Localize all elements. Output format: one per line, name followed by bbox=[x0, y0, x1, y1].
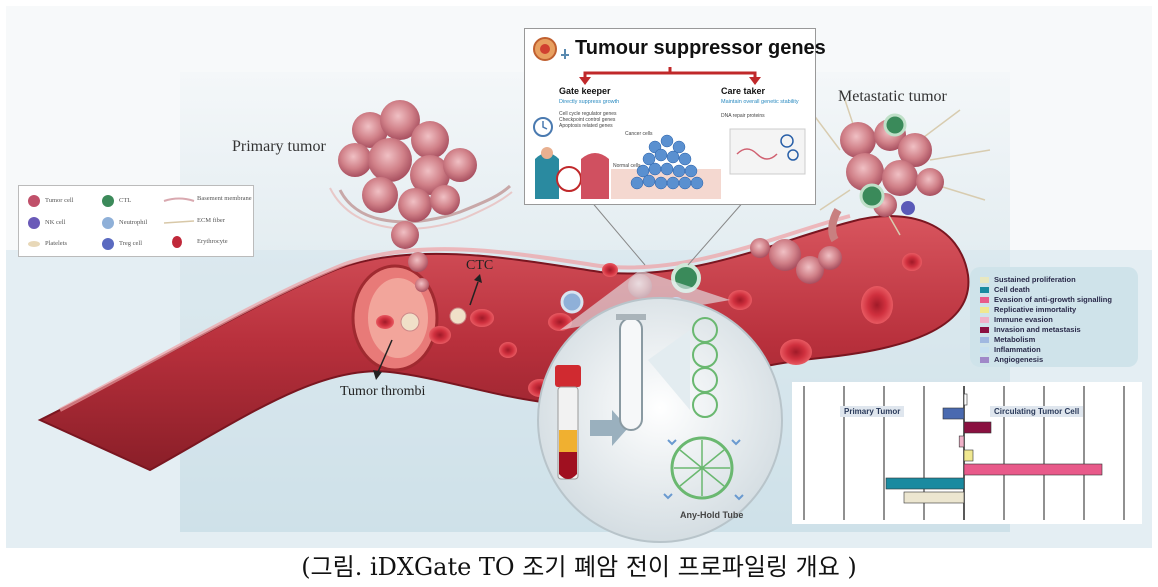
legend-label: Basement membrane bbox=[197, 195, 252, 202]
neutrophil-icon bbox=[102, 217, 114, 229]
hallmark-bar bbox=[963, 463, 1103, 476]
tumour-suppressor-panel: Tumour suppressor genes Gate keeper Dire… bbox=[524, 28, 826, 205]
test-tube bbox=[616, 314, 690, 431]
hallmark-bar bbox=[963, 449, 974, 462]
hallmark-bar bbox=[903, 491, 965, 504]
tsg-title: Tumour suppressor genes bbox=[575, 37, 826, 59]
hallmark-bar bbox=[963, 421, 992, 434]
gate-keeper-label: Gate keeper bbox=[559, 86, 611, 96]
annotation-arrows bbox=[373, 274, 482, 380]
hallmark-label: Sustained proliferation bbox=[994, 275, 1076, 284]
cancer-cells-label: Cancer cells bbox=[625, 131, 653, 137]
capture-beads bbox=[670, 317, 734, 500]
legend-label: ECM fiber bbox=[197, 217, 225, 224]
cancer-cell-mass bbox=[630, 134, 704, 190]
hallmark-swatch bbox=[980, 337, 989, 343]
membrane-icon bbox=[163, 197, 195, 202]
hallmark-bar bbox=[942, 407, 965, 420]
hallmark-bar bbox=[885, 477, 965, 490]
dna-repair-diagram bbox=[729, 128, 806, 175]
ecm-fiber-icon bbox=[163, 220, 195, 224]
metastasis-diagram: Primary tumor Metastatic tumor CTC Tumor… bbox=[6, 28, 1152, 548]
connector-right bbox=[687, 199, 746, 266]
hallmark-swatch bbox=[980, 327, 989, 333]
normal-cells-label: Normal cells bbox=[613, 163, 641, 169]
hallmark-label: Replicative immortality bbox=[994, 305, 1077, 314]
hallmark-swatch bbox=[980, 297, 989, 303]
hallmark-bar-chart: Primary Tumor Circulating Tumor Cell bbox=[792, 382, 1142, 524]
tsg-branch-line bbox=[583, 71, 757, 81]
nk-cell-icon bbox=[28, 217, 40, 229]
hallmark-label: Inflammation bbox=[994, 345, 1041, 354]
legend-label: Platelets bbox=[45, 240, 68, 247]
gk-item: Checkpoint control genes bbox=[559, 117, 616, 123]
antibody-markers bbox=[663, 439, 744, 501]
gk-item: Apoptosis related genes bbox=[559, 123, 613, 129]
tumor-thrombi-label: Tumor thrombi bbox=[340, 384, 426, 399]
hallmark-label: Evasion of anti-growth signalling bbox=[994, 295, 1112, 304]
legend-label: Treg cell bbox=[119, 240, 143, 247]
treg-icon bbox=[102, 238, 114, 250]
hallmark-label: Metabolism bbox=[994, 335, 1036, 344]
hallmark-swatch bbox=[980, 287, 989, 293]
primary-tumor-cluster bbox=[329, 100, 513, 292]
figure-caption: (그림. iDXGate TO 조기 폐암 전이 프로파일링 개요 ) bbox=[301, 553, 857, 581]
metastatic-tumor-cluster bbox=[809, 99, 991, 243]
hallmark-swatch bbox=[980, 307, 989, 313]
legend-label: Erythrocyte bbox=[197, 238, 228, 245]
legend-label: Tumor cell bbox=[45, 197, 74, 204]
hallmark-label: Cell death bbox=[994, 285, 1030, 294]
primary-tumor-header: Primary Tumor bbox=[840, 406, 905, 417]
tumor-cell-icon bbox=[28, 195, 40, 207]
ctl-icon bbox=[102, 195, 114, 207]
care-taker-sub: Maintain overall genetic stability bbox=[721, 99, 799, 105]
primary-tumor-label: Primary tumor bbox=[232, 138, 326, 155]
hallmark-swatch bbox=[980, 317, 989, 323]
process-arrow bbox=[590, 410, 628, 446]
hallmark-swatch bbox=[980, 357, 989, 363]
ctc-label: CTC bbox=[466, 258, 494, 273]
bar-chart-svg bbox=[803, 386, 1125, 520]
ct-item: DNA repair proteins bbox=[721, 113, 765, 119]
legend-label: NK cell bbox=[45, 219, 66, 226]
hallmark-swatch bbox=[980, 347, 989, 353]
hallmark-bar bbox=[958, 435, 965, 448]
legend-label: Neutrophil bbox=[119, 219, 148, 226]
care-taker-label: Care taker bbox=[721, 86, 766, 96]
hallmark-label: Angiogenesis bbox=[994, 355, 1044, 364]
dna-icon bbox=[780, 134, 794, 148]
gate-keeper-sub: Directly suppress growth bbox=[559, 99, 620, 105]
gene-icon bbox=[561, 49, 569, 59]
person-icon bbox=[535, 153, 559, 199]
hallmark-swatch bbox=[980, 277, 989, 283]
platelet-icon bbox=[28, 241, 40, 247]
gk-item: Cell cycle regulator genes bbox=[559, 111, 617, 117]
magnify-icon bbox=[556, 166, 582, 192]
any-hold-tube-label: Any-Hold Tube bbox=[680, 510, 744, 520]
magnifier-circle bbox=[537, 270, 783, 543]
legend-icons bbox=[28, 195, 195, 250]
hallmark-label: Immune evasion bbox=[994, 315, 1053, 324]
tsg-graphics bbox=[533, 37, 806, 199]
blood-collection-tube bbox=[555, 365, 581, 480]
ctc-header: Circulating Tumor Cell bbox=[990, 406, 1084, 417]
clock-icon bbox=[533, 117, 553, 137]
cell-type-legend: Tumor cell CTL Basement membrane NK cell… bbox=[18, 185, 254, 257]
hallmark-label: Invasion and metastasis bbox=[994, 325, 1081, 334]
connector-left bbox=[589, 199, 646, 266]
hallmark-bar bbox=[963, 393, 968, 406]
erythrocyte-icon bbox=[172, 236, 182, 248]
metastatic-tumor-label: Metastatic tumor bbox=[838, 88, 947, 105]
legend-label: CTL bbox=[119, 197, 132, 204]
